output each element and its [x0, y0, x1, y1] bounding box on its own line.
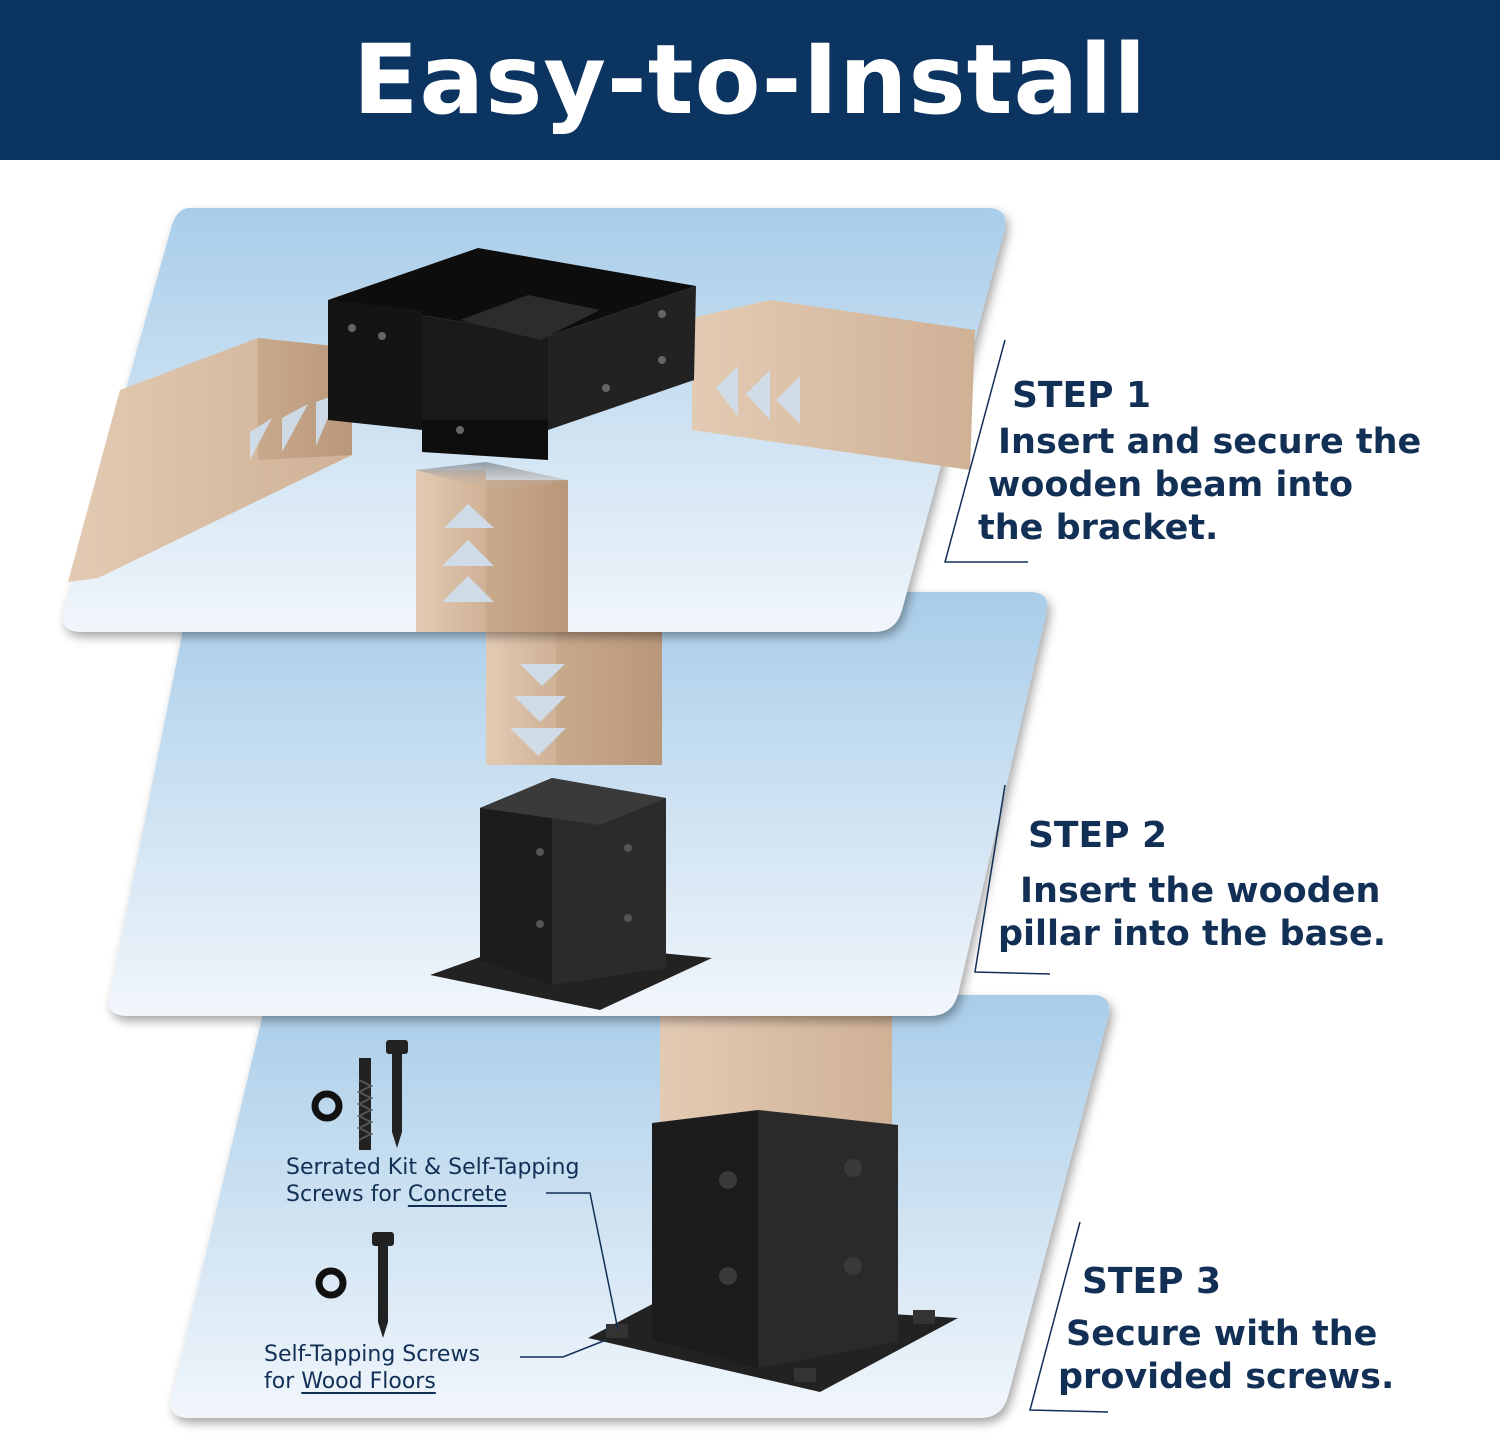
callout-concrete-line1: Serrated Kit & Self-Tapping — [286, 1155, 580, 1180]
step1-line-3: the bracket. — [978, 508, 1219, 548]
step3-wood-post — [660, 1015, 892, 1125]
step3-bracket-sleeve — [652, 1110, 758, 1368]
step1-right-beam — [692, 300, 975, 470]
step1-panel — [62, 208, 1028, 632]
callout-wood: Self-Tapping Screws for Wood Floors — [264, 1341, 480, 1395]
callout-concrete-underlined: Concrete — [407, 1182, 507, 1207]
step3-label: STEP 3 — [1082, 1261, 1222, 1302]
screw-icon — [386, 1040, 408, 1148]
step1-label: STEP 1 — [1012, 375, 1152, 416]
header-banner: Easy-to-Install — [0, 0, 1500, 160]
callout-wood-underlined: Wood Floors — [301, 1369, 436, 1394]
step2-label: STEP 2 — [1028, 815, 1168, 856]
triangle-arrow-icon — [510, 664, 566, 756]
callout-wood-line1: Self-Tapping Screws — [264, 1342, 480, 1367]
serrated-anchor-icon — [356, 1058, 374, 1150]
step3-line-1: Secure with the — [1066, 1314, 1378, 1354]
page-title: Easy-to-Install — [352, 24, 1148, 136]
triangle-arrow-icon — [716, 366, 800, 424]
step2-panel — [108, 592, 1051, 1016]
step2-wood-pillar — [556, 630, 662, 765]
step3-panel — [170, 995, 1110, 1418]
step1-line-1: Insert and secure the — [998, 422, 1422, 462]
callout-concrete: Serrated Kit & Self-Tapping Screws for C… — [286, 1154, 579, 1208]
step2-line-1: Insert the wooden — [1020, 871, 1381, 911]
callout-concrete-line2: Screws for Concrete — [286, 1181, 579, 1208]
callout-concrete-prefix: Screws for — [286, 1182, 408, 1207]
washer-icon — [311, 1090, 343, 1122]
step3-line-2: provided screws. — [1058, 1357, 1395, 1397]
step2-base-sleeve — [480, 778, 552, 985]
callout-wood-prefix: for — [264, 1369, 302, 1394]
step2-line-2: pillar into the base. — [998, 914, 1387, 954]
triangle-arrow-icon — [442, 504, 494, 602]
callout-wood-line2: for Wood Floors — [264, 1368, 480, 1395]
screw-icon — [372, 1232, 394, 1338]
step1-line-2: wooden beam into — [988, 465, 1354, 505]
washer-icon — [315, 1267, 347, 1299]
